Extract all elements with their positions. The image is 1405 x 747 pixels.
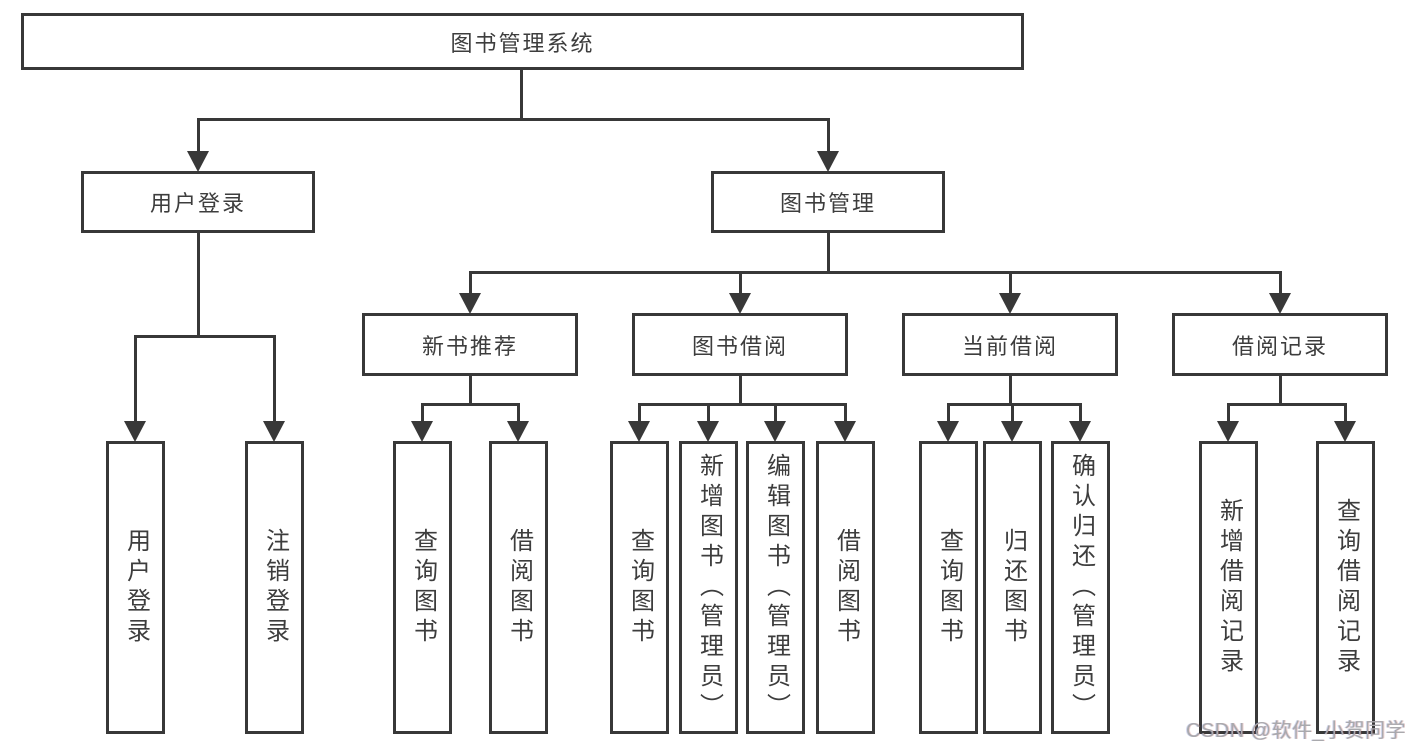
arrowhead-book-management-icon — [817, 151, 839, 172]
connector-records-bar — [1227, 403, 1347, 406]
connector-drop-add-record — [1227, 403, 1230, 421]
leaf-logout-login: 注销登录 — [245, 441, 304, 734]
node-user-login-label: 用户登录 — [149, 191, 246, 216]
node-book-management-label: 图书管理 — [779, 191, 876, 216]
leaf-add-books-admin: 新增图书（管理员） — [679, 441, 738, 734]
arrowhead-new-book-recommend-icon — [459, 293, 481, 314]
leaf-return-books: 归还图书 — [983, 441, 1042, 734]
connector-drop-new-book-recommend — [469, 271, 472, 293]
connector-drop-query-current — [947, 403, 950, 421]
arrowhead-return-books-icon — [1001, 421, 1023, 442]
connector-root-bar — [197, 118, 830, 121]
node-root: 图书管理系统 — [21, 13, 1024, 70]
arrowhead-query-recommend-icon — [411, 421, 433, 442]
connector-recommend-bar — [421, 403, 520, 406]
leaf-confirm-return-admin: 确认归还（管理员） — [1051, 441, 1110, 734]
node-book-management: 图书管理 — [711, 171, 945, 233]
connector-user-login-bar — [134, 335, 276, 338]
connector-drop-book-management — [827, 118, 830, 151]
connector-drop-user-login — [197, 118, 200, 151]
node-new-book-recommend-label: 新书推荐 — [421, 333, 518, 359]
connector-drop-query-recommend — [421, 403, 424, 421]
arrowhead-query-record-icon — [1334, 421, 1356, 442]
node-book-borrowing: 图书借阅 — [632, 313, 848, 376]
node-book-borrowing-label: 图书借阅 — [691, 333, 788, 359]
connector-drop-confirm-return — [1079, 403, 1082, 421]
arrowhead-borrow-books-icon — [834, 421, 856, 442]
node-current-borrowing-label: 当前借阅 — [961, 333, 1058, 359]
connector-book-management-stem — [827, 233, 830, 271]
connector-borrowing-bar — [638, 403, 847, 406]
connector-drop-borrow-recommend — [517, 403, 520, 421]
leaf-borrow-books-recommend: 借阅图书 — [489, 441, 548, 734]
connector-drop-leaf-user-login — [134, 335, 137, 421]
connector-drop-book-borrowing — [739, 271, 742, 293]
arrowhead-add-record-icon — [1217, 421, 1239, 442]
connector-root-stem — [520, 70, 523, 118]
arrowhead-edit-books-icon — [764, 421, 786, 442]
leaf-add-borrow-record: 新增借阅记录 — [1199, 441, 1258, 734]
arrowhead-leaf-logout-icon — [263, 421, 285, 442]
arrowhead-user-login-icon — [187, 151, 209, 172]
node-new-book-recommend: 新书推荐 — [362, 313, 578, 376]
leaf-query-borrow-record: 查询借阅记录 — [1316, 441, 1375, 734]
connector-drop-return-books — [1011, 403, 1014, 421]
arrowhead-add-books-icon — [697, 421, 719, 442]
connector-current-stem — [1009, 376, 1012, 403]
connector-book-management-bar — [469, 271, 1282, 274]
node-root-label: 图书管理系统 — [450, 30, 595, 56]
arrowhead-current-borrowing-icon — [999, 293, 1021, 314]
arrowhead-borrowing-records-icon — [1269, 293, 1291, 314]
arrowhead-leaf-user-login-icon — [124, 421, 146, 442]
node-borrowing-records: 借阅记录 — [1172, 313, 1388, 376]
connector-drop-query-record — [1344, 403, 1347, 421]
connector-current-bar — [947, 403, 1082, 406]
connector-drop-current-borrowing — [1009, 271, 1012, 293]
leaf-edit-books-admin: 编辑图书（管理员） — [746, 441, 805, 734]
connector-drop-query-borrowing — [638, 403, 641, 421]
leaf-query-books-recommend: 查询图书 — [393, 441, 452, 734]
arrowhead-query-current-icon — [937, 421, 959, 442]
leaf-borrow-books-borrowing: 借阅图书 — [816, 441, 875, 734]
connector-drop-edit-books — [774, 403, 777, 421]
node-borrowing-records-label: 借阅记录 — [1231, 333, 1328, 359]
connector-drop-leaf-logout — [273, 335, 276, 421]
leaf-query-books-current: 查询图书 — [919, 441, 978, 734]
watermark: CSDN @软件_小贺同学 — [1186, 720, 1405, 742]
connector-records-stem — [1279, 376, 1282, 403]
arrowhead-borrow-recommend-icon — [507, 421, 529, 442]
connector-drop-borrow-books — [844, 403, 847, 421]
arrowhead-query-borrowing-icon — [628, 421, 650, 442]
arrowhead-book-borrowing-icon — [729, 293, 751, 314]
node-current-borrowing: 当前借阅 — [902, 313, 1118, 376]
leaf-user-login: 用户登录 — [106, 441, 165, 734]
connector-drop-add-books — [707, 403, 710, 421]
connector-drop-borrowing-records — [1279, 271, 1282, 293]
leaf-query-books-borrowing: 查询图书 — [610, 441, 669, 734]
arrowhead-confirm-return-icon — [1069, 421, 1091, 442]
node-user-login: 用户登录 — [81, 171, 315, 233]
connector-user-login-stem — [197, 233, 200, 335]
connector-borrowing-stem — [739, 376, 742, 403]
connector-recommend-stem — [469, 376, 472, 403]
